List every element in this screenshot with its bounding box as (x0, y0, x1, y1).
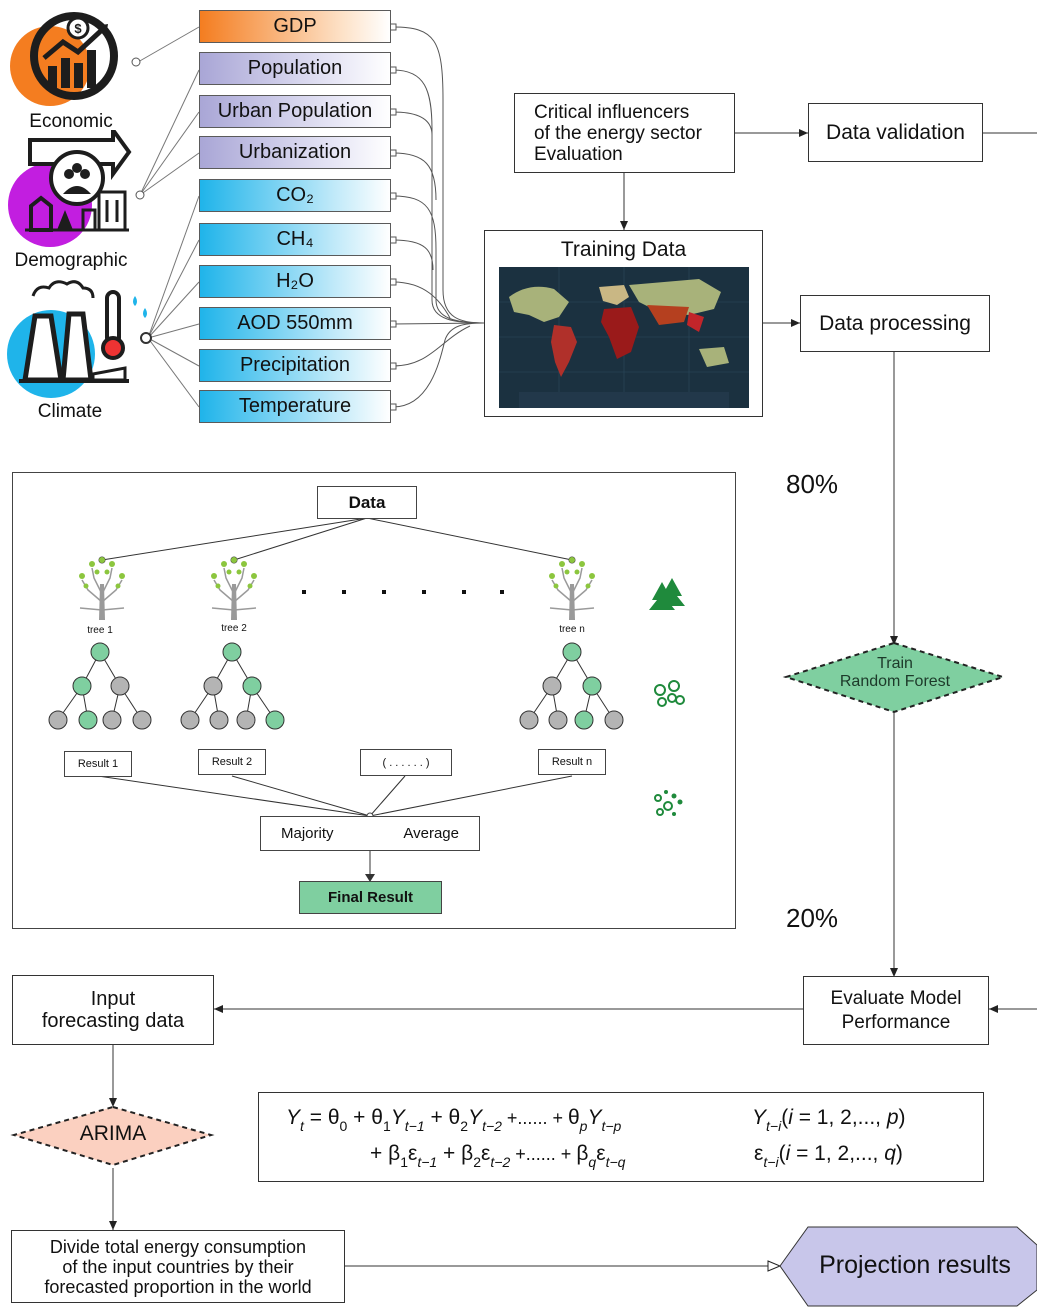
arima-equation: Yt = θ0 + θ1Yt−1 + θ2Yt−2 +...... + θpYt… (286, 1106, 906, 1170)
tree-1-label: tree 1 (87, 625, 113, 636)
flow-arrows (109, 129, 1037, 1266)
tree-n-label: tree n (559, 624, 585, 635)
train-split-percent: 80% (786, 469, 839, 499)
variable-precipitation: Precipitation (199, 349, 391, 382)
svg-text:+ β1εt−1 + β2εt−2 +...... + βq: + β1εt−1 + β2εt−2 +...... + βqεt−q (370, 1142, 626, 1170)
critical-line1: Critical influencers (534, 101, 690, 123)
arima-diamond (10, 1105, 215, 1167)
svg-text:Yt = θ0 + θ1Yt−1 + θ2Yt−2 +...: Yt = θ0 + θ1Yt−1 + θ2Yt−2 +...... + θpYt… (286, 1106, 622, 1134)
svg-text:Yt−i(i = 1, 2,..., p): Yt−i(i = 1, 2,..., p) (752, 1106, 906, 1134)
evaluate-line2: Performance (841, 1011, 951, 1033)
variable-aod: AOD 550mm (199, 307, 391, 340)
test-split-percent: 20% (786, 903, 839, 933)
projection-results-label: Projection results (819, 1251, 1011, 1279)
average-label: Average (403, 825, 459, 842)
result-2-box: Result 2 (198, 749, 266, 775)
demographic-label: Demographic (14, 250, 128, 271)
result-n-box: Result n (538, 749, 606, 775)
input-line1: Input (90, 988, 136, 1010)
variable-urbanization: Urbanization (199, 136, 391, 169)
critical-influencers-box: Critical influencers of the energy secto… (514, 93, 735, 173)
data-validation-box: Data validation (808, 103, 983, 162)
input-line2: forecasting data (41, 1010, 185, 1032)
train-rf-line1: Train (877, 655, 913, 672)
variable-gdp: GDP (199, 10, 391, 43)
tree-icons (79, 557, 595, 620)
critical-line2: of the energy sector (534, 122, 702, 144)
climate-label: Climate (37, 401, 103, 422)
variable-temperature: Temperature (199, 390, 391, 423)
variable-urban-population: Urban Population (199, 95, 391, 128)
result-1-box: Result 1 (64, 751, 132, 777)
divide-line2: of the input countries by their (62, 1256, 294, 1277)
demographic-icon (8, 130, 132, 247)
divide-consumption-box: Divide total energy consumption of the i… (11, 1230, 345, 1303)
final-result-box: Final Result (299, 881, 442, 914)
variable-ch4: CH₄ (199, 223, 391, 256)
decision-tree-2 (180, 642, 285, 730)
input-forecasting-box: Input forecasting data (12, 975, 214, 1045)
evaluate-line1: Evaluate Model (830, 987, 962, 1009)
category-fan-lines (137, 26, 200, 408)
projection-hexagon (779, 1226, 1037, 1307)
variable-h2o: H₂O (199, 265, 391, 298)
tree-nodes-icon (654, 680, 685, 707)
climate-icon (7, 280, 147, 398)
variable-merge-lines (392, 26, 485, 408)
svg-text:$: $ (74, 21, 82, 36)
forest-icon (649, 578, 685, 610)
world-map-image (499, 267, 749, 408)
random-forest-panel (12, 472, 736, 929)
divide-line3: forecasted proportion in the world (44, 1276, 312, 1297)
training-data-title: Training Data (560, 238, 687, 261)
majority-label: Majority (281, 825, 334, 842)
random-forest-diagram (48, 517, 685, 882)
variable-population: Population (199, 52, 391, 85)
tree-2-label: tree 2 (221, 623, 247, 634)
scatter-icon (654, 790, 683, 816)
train-rf-diamond (782, 641, 1007, 714)
majority-average-box: Majority Average (260, 816, 480, 851)
economic-label: Economic (29, 111, 113, 132)
svg-text:εt−i(i = 1, 2,..., q): εt−i(i = 1, 2,..., q) (754, 1142, 903, 1170)
train-rf-label: Train Random Forest (800, 655, 990, 691)
train-rf-line2: Random Forest (839, 673, 951, 690)
divide-line1: Divide total energy consumption (49, 1236, 307, 1257)
result-ellipsis-box: ( . . . . . . ) (360, 749, 452, 776)
arima-equation-box (258, 1092, 984, 1182)
data-processing-box: Data processing (800, 295, 990, 352)
decision-tree-1 (48, 642, 152, 730)
rf-data-box: Data (317, 486, 417, 519)
ellipsis-dots (302, 590, 504, 594)
economic-icon: $ (10, 12, 118, 106)
arima-label: ARIMA (79, 1122, 147, 1145)
decision-tree-n (519, 642, 624, 730)
variable-co2: CO₂ (199, 179, 391, 212)
evaluate-model-box: Evaluate Model Performance (803, 976, 989, 1045)
critical-line3: Evaluation (534, 143, 623, 165)
